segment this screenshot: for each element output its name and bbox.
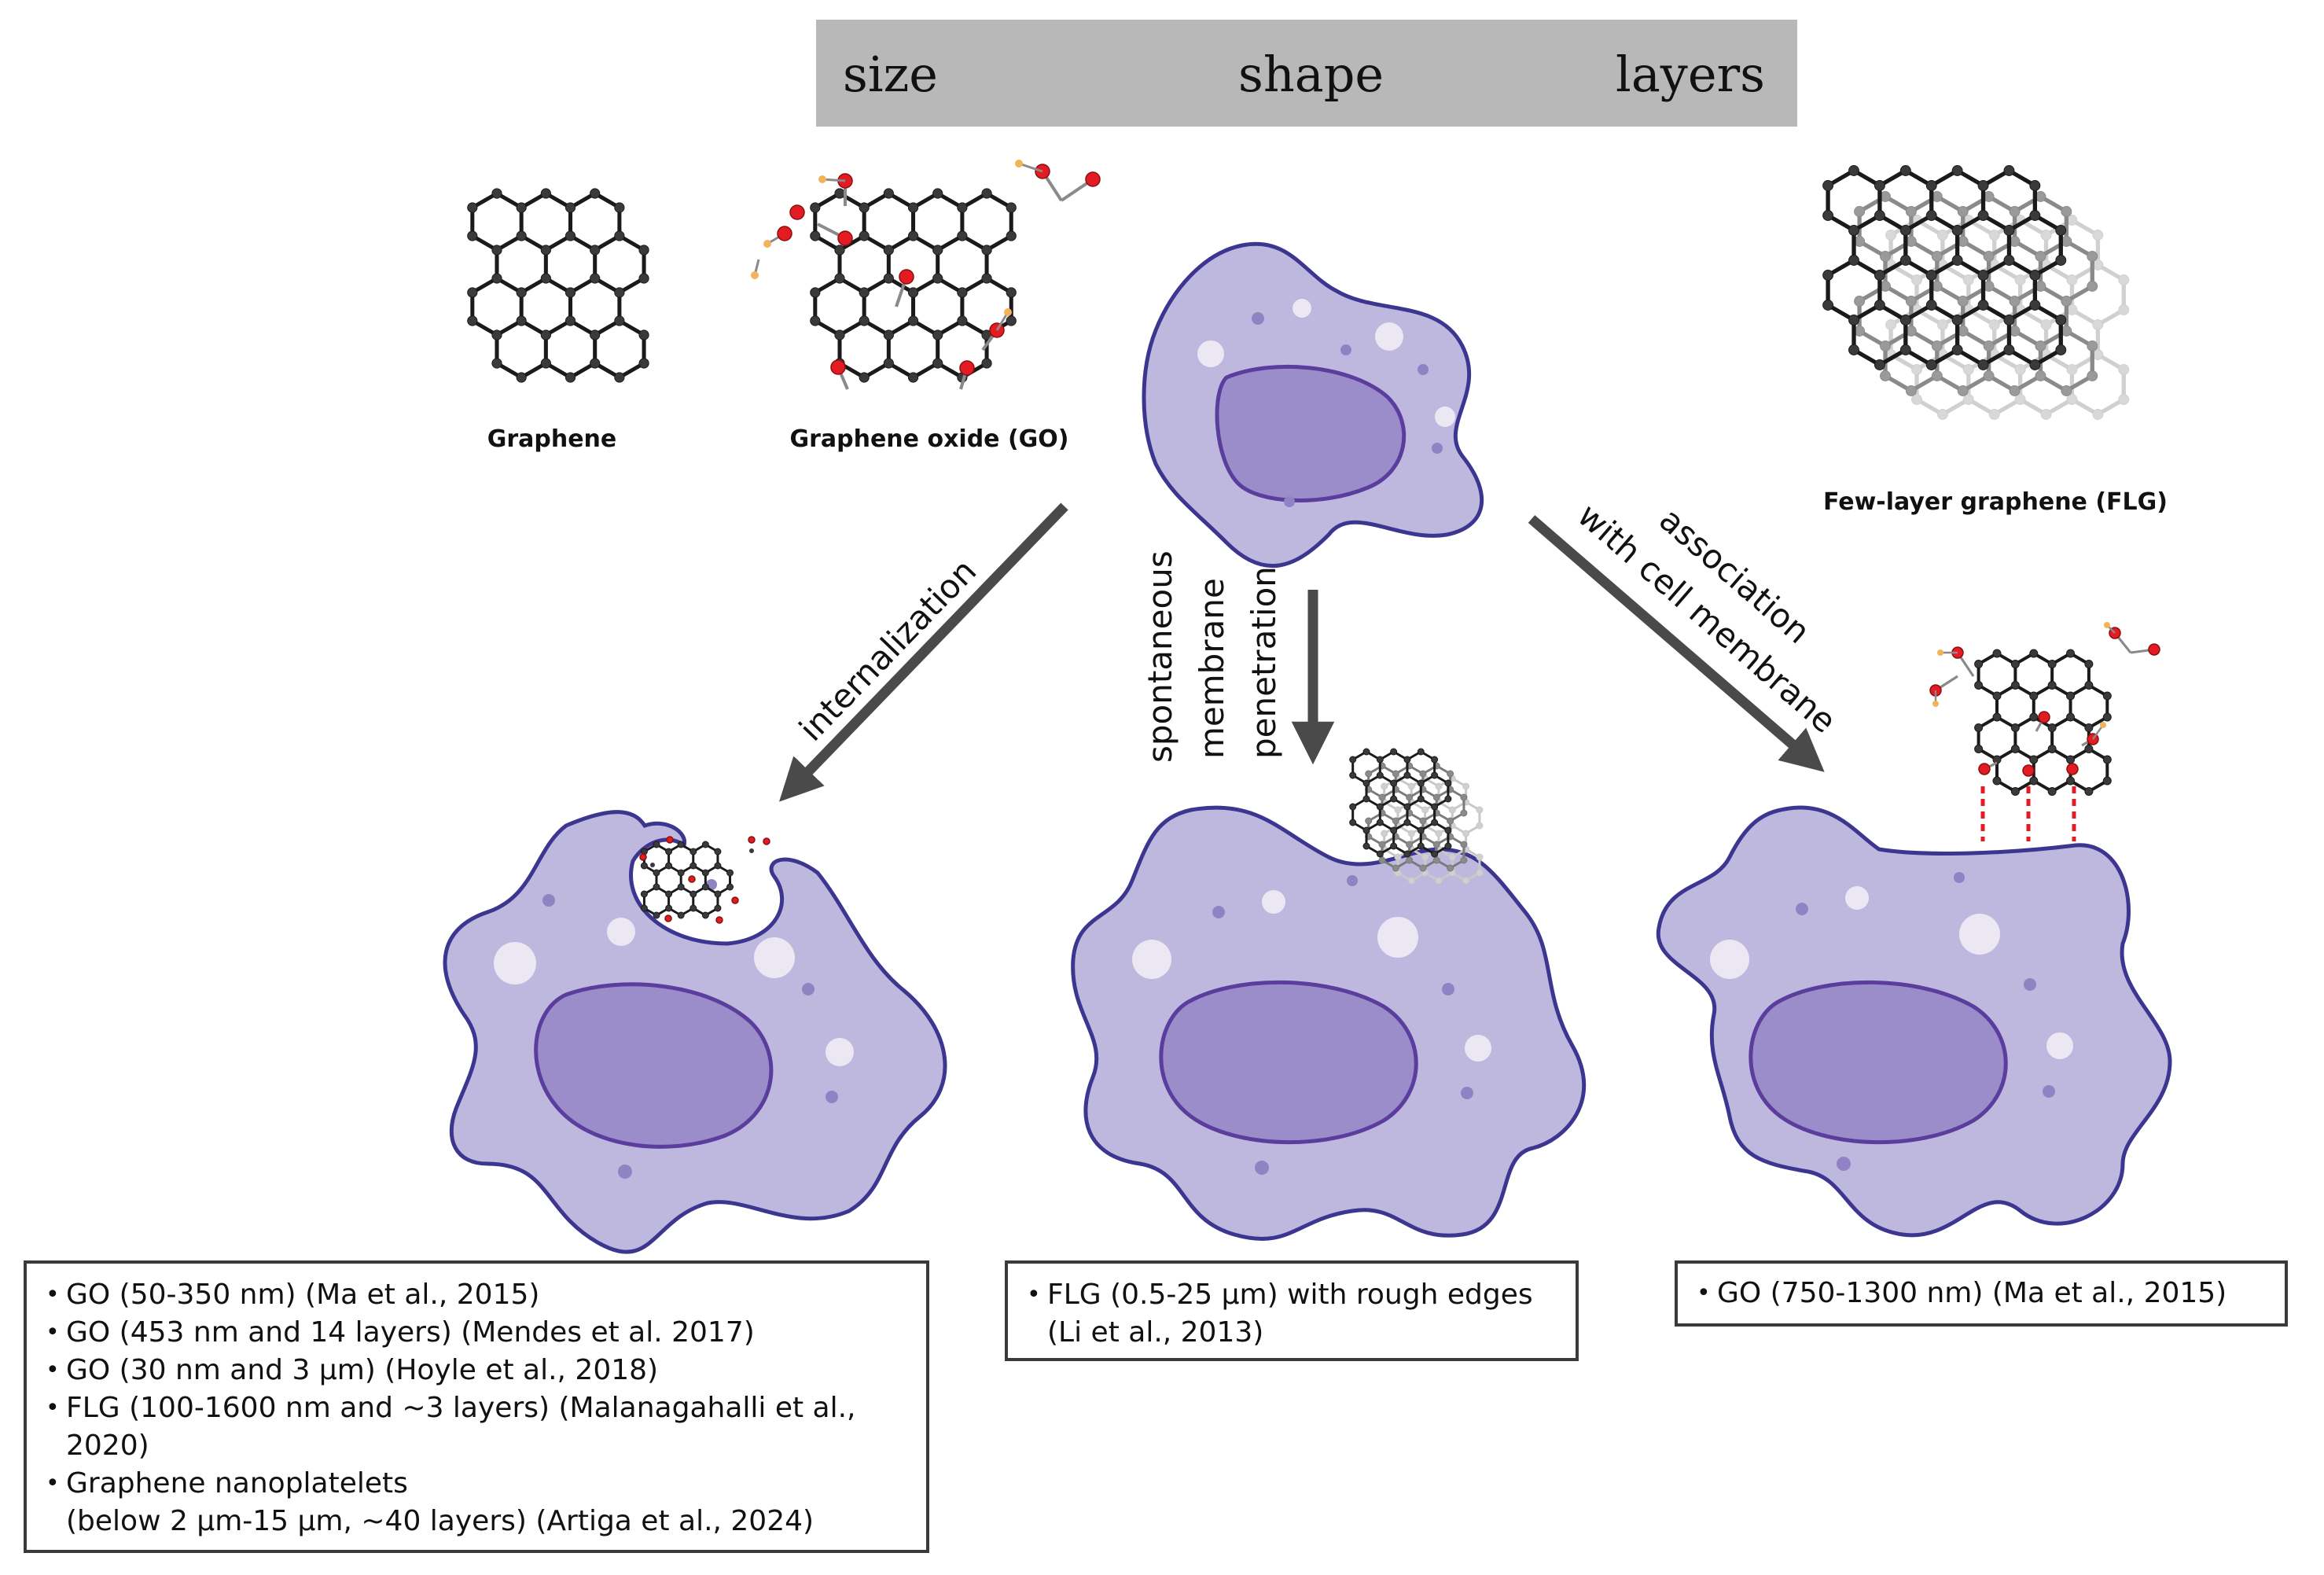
reference-line: (Li et al., 2013): [1047, 1316, 1264, 1349]
central-cell: [1142, 241, 1484, 569]
reference-item: Graphene nanoplatelets (below 2 μm-15 μm,…: [46, 1465, 907, 1540]
arrow-internalization: [779, 502, 1068, 802]
penetration-label-line-1: spontaneous: [1141, 550, 1179, 763]
reference-line: Graphene nanoplatelets: [66, 1467, 408, 1500]
header-label-size: size: [843, 46, 938, 103]
atoms: [1822, 165, 2067, 370]
atoms: [1974, 649, 2112, 796]
atoms: [1349, 748, 1452, 858]
references-list: FLG (0.5-25 μm) with rough edges (Li et a…: [1027, 1276, 1557, 1352]
header-label-shape: shape: [1238, 46, 1384, 103]
atoms: [1854, 191, 2098, 396]
references-list: GO (750-1300 nm) (Ma et al., 2015): [1697, 1275, 2266, 1312]
reference-item: GO (750-1300 nm) (Ma et al., 2015): [1697, 1275, 2266, 1312]
reference-line: FLG (0.5-25 μm) with rough edges: [1047, 1279, 1533, 1311]
cell-association: [1656, 805, 2172, 1238]
penetration-label: spontaneous membrane penetration: [1141, 550, 1283, 763]
penetration-label-line-3: penetration: [1245, 566, 1283, 759]
references-list: GO (50-350 nm) (Ma et al., 2015) GO (453 …: [46, 1276, 907, 1540]
atoms: [810, 188, 1017, 383]
references-box-penetration: FLG (0.5-25 μm) with rough edges (Li et a…: [1005, 1260, 1579, 1361]
cell-internalization: [443, 810, 947, 1254]
reference-line: FLG (100-1600 nm and ~3 layers) (Malanag…: [66, 1392, 856, 1424]
atoms: [467, 188, 649, 383]
reference-item: GO (50-350 nm) (Ma et al., 2015): [46, 1276, 907, 1314]
reference-item: GO (30 nm and 3 μm) (Hoyle et al., 2018): [46, 1352, 907, 1389]
reference-item: FLG (100-1600 nm and ~3 layers) (Malanag…: [46, 1389, 907, 1465]
oxygen-groups: [751, 160, 1101, 390]
reference-line: 2020): [66, 1430, 149, 1462]
references-box-internalization: GO (50-350 nm) (Ma et al., 2015) GO (453 …: [24, 1260, 929, 1553]
graphene-label: Graphene: [487, 425, 617, 453]
membrane-binding-lines: [1980, 786, 2076, 841]
reference-item: FLG (0.5-25 μm) with rough edges (Li et a…: [1027, 1276, 1557, 1352]
atoms: [640, 841, 734, 919]
reference-line: (below 2 μm-15 μm, ~40 layers) (Artiga e…: [66, 1505, 815, 1537]
few-layer-graphene-structure: [1822, 165, 2130, 420]
few-layer-graphene-label: Few-layer graphene (FLG): [1823, 488, 2168, 516]
oxygen-groups: [1929, 622, 2160, 777]
reference-line: GO (30 nm and 3 μm) (Hoyle et al., 2018): [66, 1354, 659, 1386]
reference-line: GO (50-350 nm) (Ma et al., 2015): [66, 1279, 540, 1311]
reference-line: GO (750-1300 nm) (Ma et al., 2015): [1717, 1277, 2227, 1309]
reference-item: GO (453 nm and 14 layers) (Mendes et al.…: [46, 1314, 907, 1352]
internalization-label: internalization: [792, 551, 984, 749]
graphene-oxide-structure: [751, 160, 1101, 390]
cell-nucleus: [534, 982, 774, 1149]
property-header-bar: size shape layers: [816, 20, 1797, 127]
internalized-graphene-oxide: [639, 836, 770, 924]
penetrating-few-layer-graphene: [1349, 748, 1484, 885]
references-box-association: GO (750-1300 nm) (Ma et al., 2015): [1675, 1260, 2288, 1327]
graphene-oxide-label: Graphene oxide (GO): [789, 425, 1068, 453]
bonds: [642, 843, 732, 917]
associated-graphene-oxide: [1929, 622, 2160, 796]
cell-nucleus: [1159, 980, 1418, 1145]
header-label-layers: layers: [1616, 46, 1765, 103]
cell-nucleus: [1749, 980, 2008, 1145]
bonds: [470, 191, 646, 380]
arrow-association: [1528, 515, 1825, 772]
cell-penetration: [1071, 805, 1587, 1241]
graphene-structure: [467, 188, 649, 383]
atoms: [1885, 215, 2130, 420]
bonds: [813, 191, 1013, 380]
penetration-label-line-2: membrane: [1193, 578, 1231, 759]
cell-nucleus: [1215, 364, 1407, 502]
reference-line: GO (453 nm and 14 layers) (Mendes et al.…: [66, 1316, 755, 1349]
oxygen-groups: [639, 836, 770, 924]
